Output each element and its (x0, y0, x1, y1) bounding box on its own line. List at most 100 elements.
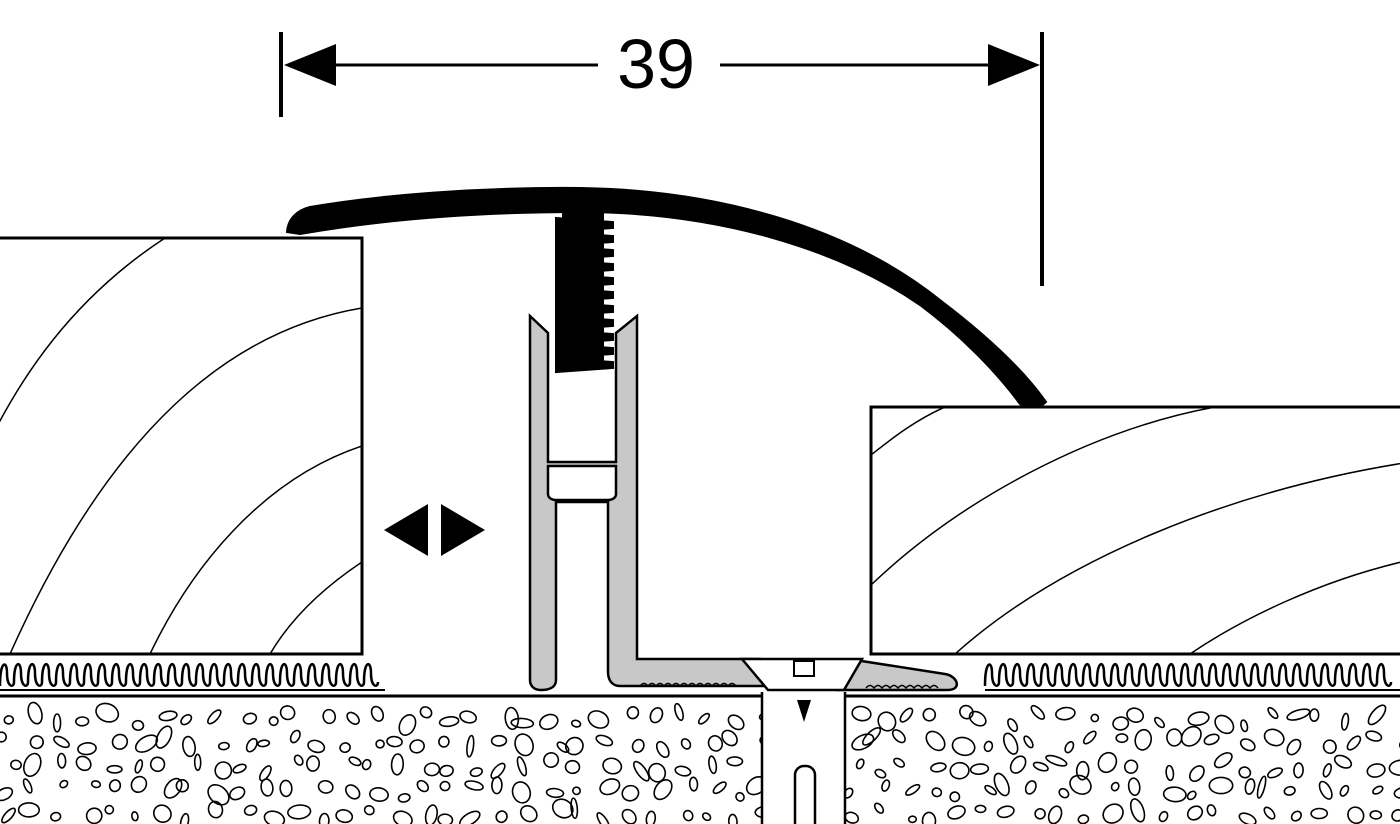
pebble (258, 765, 272, 782)
pebble (653, 779, 673, 801)
pebble (758, 711, 762, 721)
pebble (1162, 786, 1187, 803)
pebble (735, 791, 745, 802)
pebble (423, 762, 441, 777)
pebble (56, 752, 67, 769)
pebble (1034, 807, 1046, 820)
pebble (949, 791, 961, 803)
pebble (180, 713, 193, 726)
pebble (1393, 786, 1400, 799)
pebble (214, 761, 233, 780)
pebble (1082, 730, 1097, 745)
pebble (1187, 711, 1210, 727)
pebble (1238, 766, 1252, 779)
pebble (490, 734, 508, 747)
pebble (1129, 798, 1146, 823)
pebble (951, 736, 976, 757)
pebble (459, 710, 478, 724)
pebble (1208, 776, 1234, 795)
pebble (22, 752, 42, 778)
pebble (438, 716, 460, 728)
pebble (587, 710, 610, 729)
pebble (1166, 728, 1183, 747)
pebble (1186, 805, 1204, 821)
pebble (1318, 780, 1333, 800)
pebble (570, 719, 582, 728)
pebble (1340, 712, 1350, 731)
floor-board-right (869, 405, 1400, 656)
pebble (983, 740, 994, 753)
pebble (1322, 739, 1337, 755)
pebble (1322, 763, 1333, 778)
pebble (1286, 738, 1302, 756)
pebble (1267, 706, 1279, 720)
pebble (851, 705, 872, 722)
pebble (289, 729, 301, 744)
pebble (245, 737, 258, 753)
pebble (602, 757, 623, 775)
pebble (287, 804, 312, 820)
pebble (398, 713, 417, 737)
pebble (969, 763, 990, 775)
pebble (50, 811, 62, 822)
pebble (595, 734, 614, 747)
pebble (419, 706, 433, 719)
pebble (152, 804, 172, 823)
pebble (655, 740, 670, 759)
pebble (1064, 741, 1075, 754)
pebble (438, 735, 450, 748)
pebble (1346, 735, 1362, 751)
pebble (1214, 714, 1235, 735)
cover-profile (285, 186, 1048, 409)
pebble (1112, 716, 1130, 731)
pebble (745, 776, 762, 796)
pebble (949, 761, 970, 780)
pebble (930, 762, 947, 773)
pebble (564, 759, 581, 775)
pebble (466, 734, 475, 758)
pebble (279, 779, 293, 798)
pebble (921, 811, 937, 824)
pebble (339, 742, 351, 754)
pebble (437, 813, 454, 824)
pebble (959, 704, 974, 720)
pebble (95, 702, 120, 723)
pebble (305, 755, 321, 772)
arrowhead-left (284, 44, 336, 86)
pebble (75, 716, 90, 727)
pebble (922, 707, 937, 722)
pebble (363, 804, 375, 816)
pebble (464, 780, 484, 791)
pebble (682, 809, 694, 822)
pebble (439, 780, 451, 792)
pebble (1347, 806, 1365, 824)
pebble (631, 738, 645, 754)
pebble (1134, 728, 1152, 751)
pebble (1097, 751, 1118, 774)
pebble (263, 810, 286, 824)
pebble (1391, 808, 1400, 822)
pebble (1263, 806, 1276, 820)
pebble (1115, 733, 1129, 744)
pebble (182, 735, 196, 758)
double-arrow-left-right-icon (384, 504, 485, 556)
pebble (626, 706, 640, 720)
pebble (268, 716, 279, 727)
pebble (85, 807, 103, 824)
pebble (881, 779, 891, 792)
pebble (108, 779, 122, 793)
pebble (370, 705, 385, 722)
floor-board-left (0, 236, 364, 656)
pebble (697, 712, 711, 725)
pebble (1206, 804, 1217, 817)
pebble (322, 708, 337, 725)
pebble (545, 787, 565, 799)
pebble (1127, 777, 1141, 797)
pebble (707, 735, 724, 752)
pebble (1007, 718, 1019, 733)
pebble (175, 779, 190, 793)
pebble (10, 759, 22, 771)
pebble (596, 812, 611, 824)
pebble (1030, 704, 1046, 720)
pebble (242, 712, 258, 725)
